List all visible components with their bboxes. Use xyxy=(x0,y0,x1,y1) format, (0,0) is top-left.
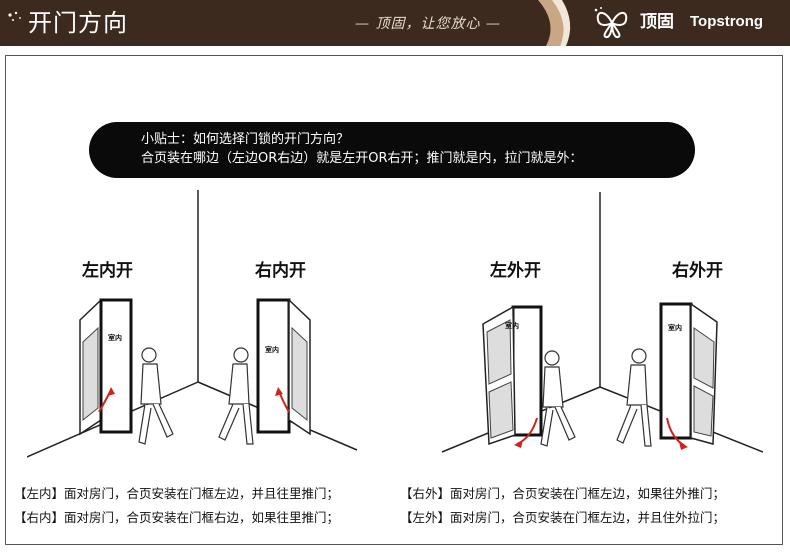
butterfly-logo-icon xyxy=(594,7,628,39)
door-right-inward: 室内 xyxy=(256,298,311,436)
brand-name-en: Topstrong xyxy=(690,13,764,30)
label-right-outward: 右外开 xyxy=(672,260,723,281)
rule-right-outward: 【右外】面对房门，合页安装在门框左边，如果往外推门； xyxy=(400,486,726,501)
rule-left-inward: 【左内】面对房门，合页安装在门框左边，并且往里推门； xyxy=(14,486,340,501)
sparkle-icon xyxy=(8,11,21,21)
rule-left-outward: 【左外】面对房门，合页安装在门框左边，并且住外拉门； xyxy=(400,510,726,525)
person-figure-4 xyxy=(616,348,652,447)
tip-line-2: 合页装在哪边（左边OR右边）就是左开OR右开；推门就是内，拉门就是外： xyxy=(141,151,583,166)
room-tag-2: 室内 xyxy=(265,345,279,354)
person-figure-1 xyxy=(138,347,174,445)
door-left-inward: 室内 xyxy=(79,298,133,436)
door-right-outward: 室内 xyxy=(659,302,718,450)
label-left-inward: 左内开 xyxy=(82,260,133,281)
room-tag-1: 室内 xyxy=(108,333,122,342)
room-tag-3: 室内 xyxy=(505,321,519,330)
tip-line-1: 小贴士：如何选择门锁的开门方向？ xyxy=(141,132,350,147)
page-title: 开门方向 xyxy=(28,9,128,37)
brand-name-cn: 顶固 xyxy=(640,12,674,32)
swoosh-decoration xyxy=(538,0,571,46)
brand-slogan: — 顶固，让您放心 — xyxy=(355,16,501,32)
tip-banner: 小贴士：如何选择门锁的开门方向？ 合页装在哪边（左边OR右边）就是左开OR右开；… xyxy=(89,122,695,178)
door-left-outward: 室内 xyxy=(482,305,543,448)
room-tag-4: 室内 xyxy=(668,323,682,332)
person-figure-3 xyxy=(540,350,576,447)
door-direction-illustration: 左内开 右内开 左外开 右外开 室内 室内 室内 xyxy=(27,190,763,458)
rule-right-inward: 【右内】面对房门，合页安装在门框右边，如果往里推门； xyxy=(14,510,340,525)
person-figure-2 xyxy=(218,347,254,445)
label-left-outward: 左外开 xyxy=(490,260,541,281)
label-right-inward: 右内开 xyxy=(255,260,306,281)
header-bar: 开门方向 — 顶固，让您放心 — 顶固 Topstrong xyxy=(0,0,790,46)
